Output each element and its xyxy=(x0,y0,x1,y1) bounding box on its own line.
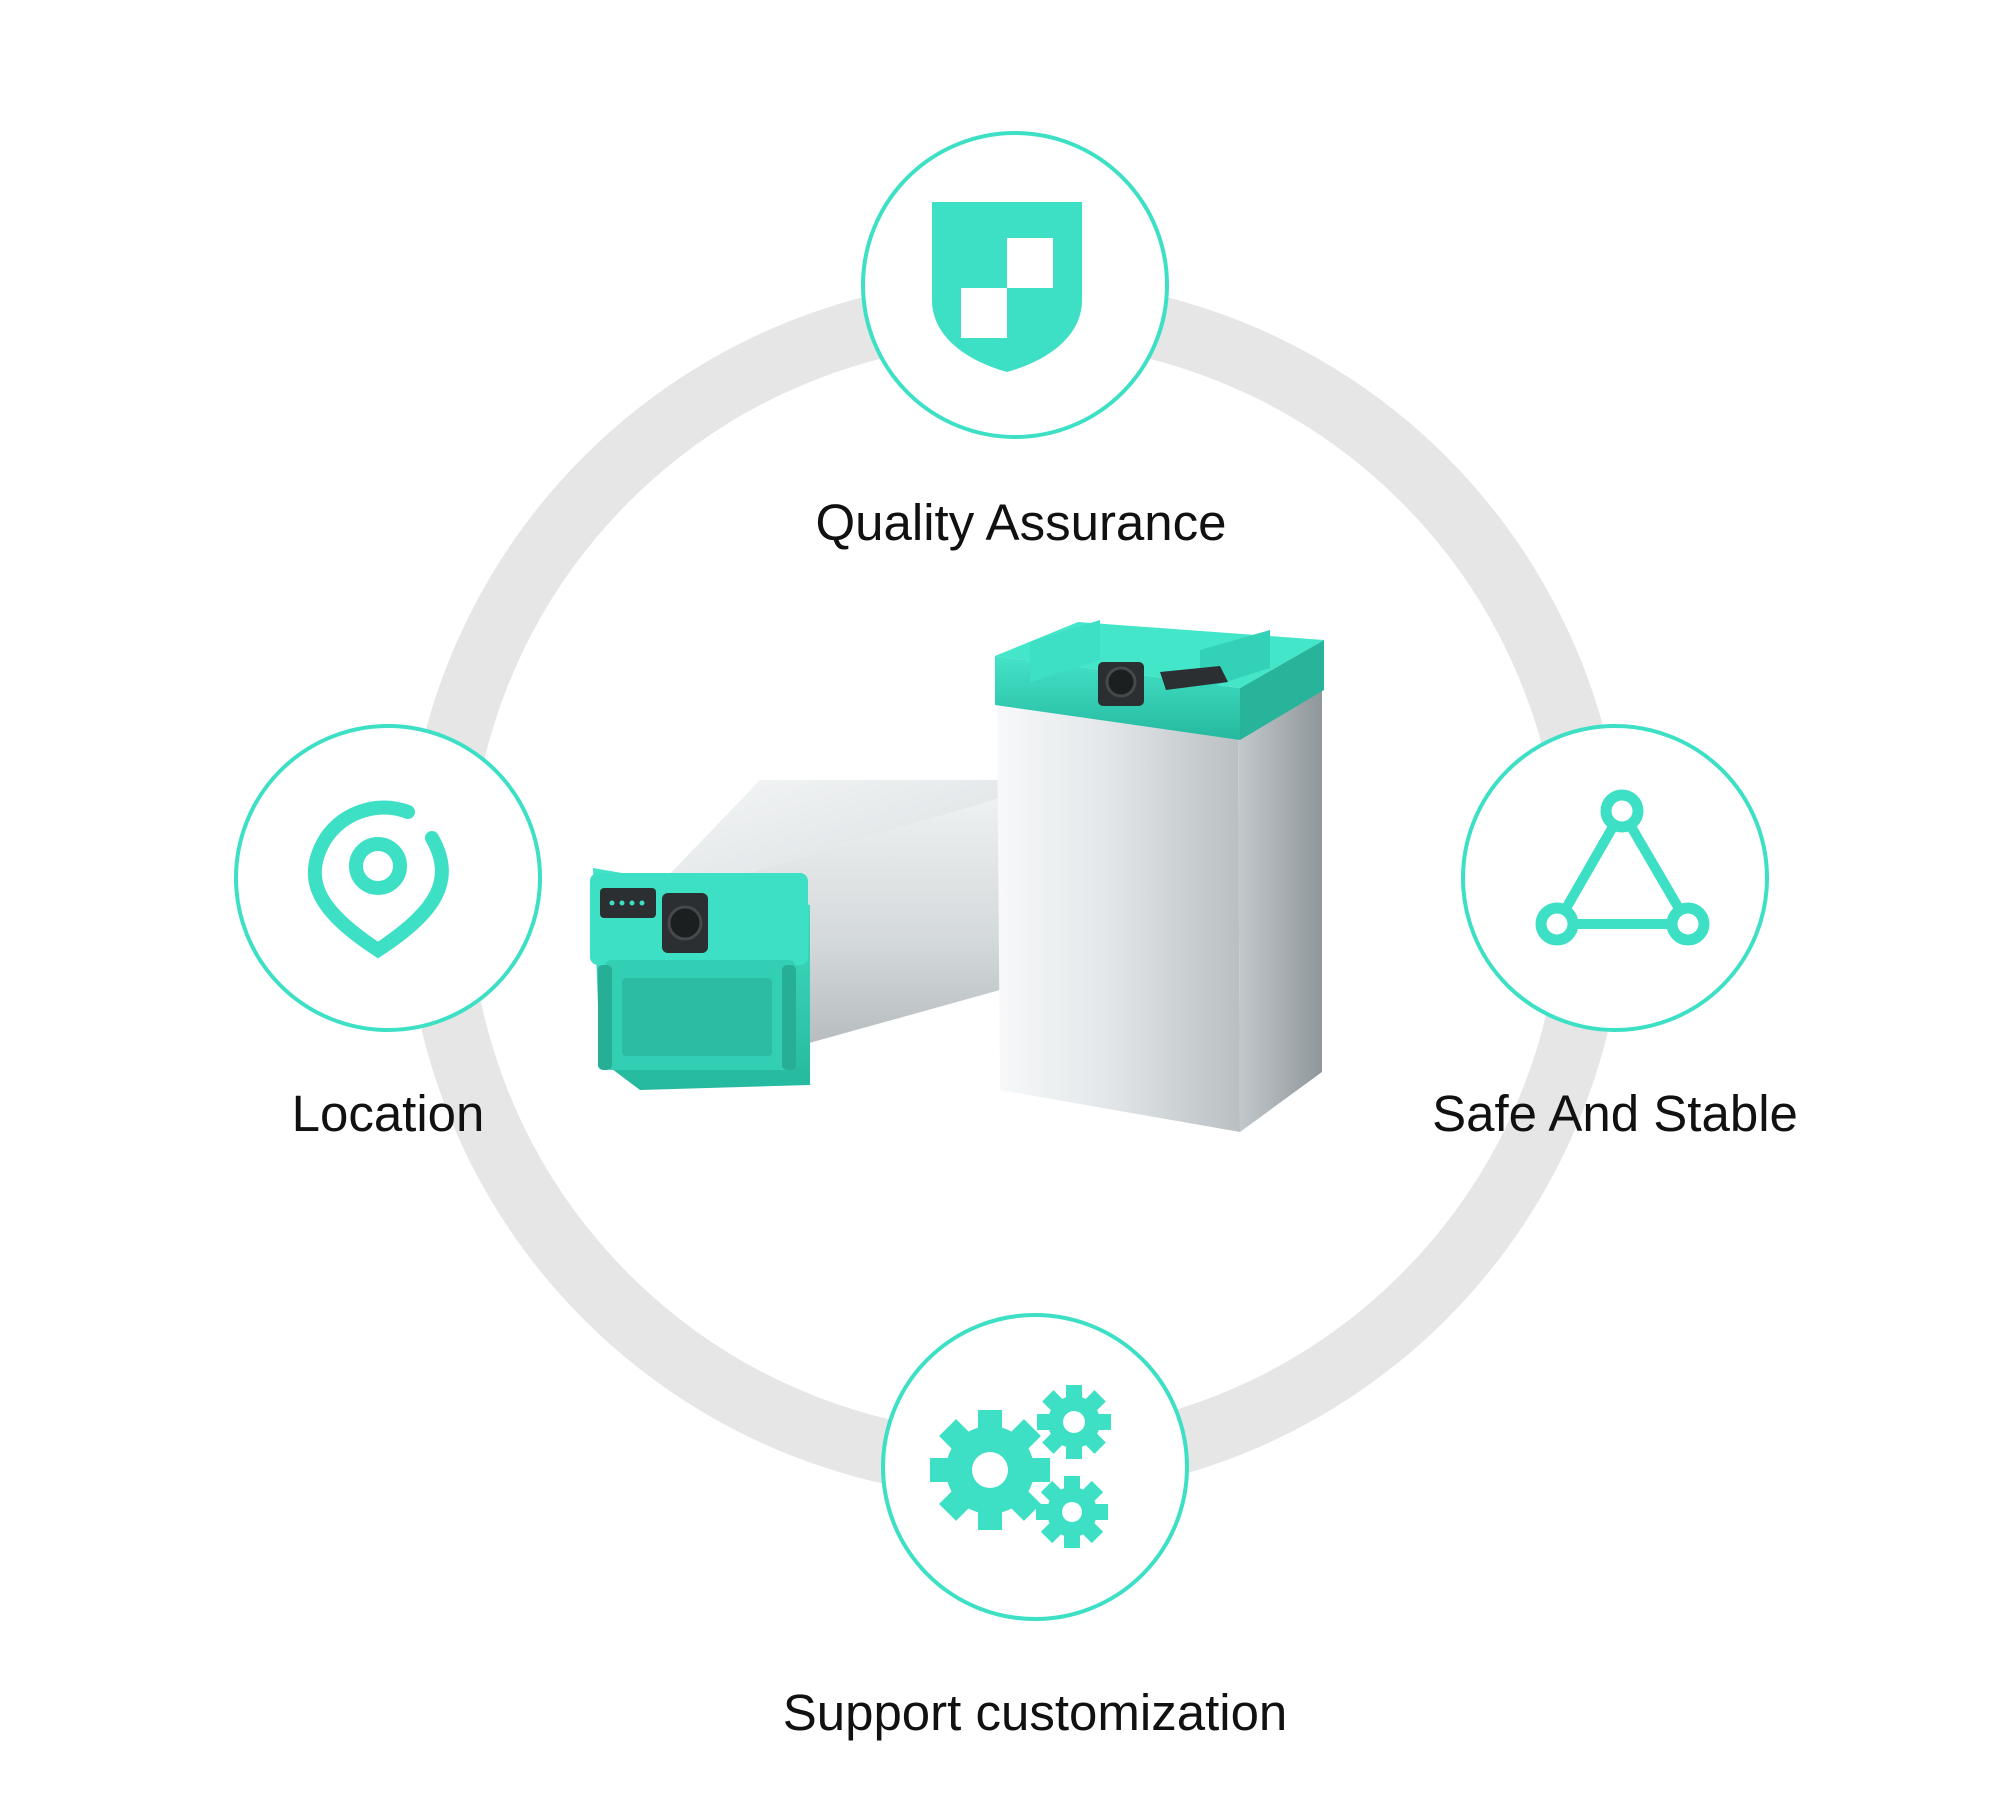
safe-badge xyxy=(1461,724,1769,1032)
gears-icon xyxy=(930,1385,1111,1548)
location-pin-icon xyxy=(307,800,449,959)
battery-lying xyxy=(590,780,1040,1090)
safe-and-stable-label: Safe And Stable xyxy=(1432,1085,1798,1142)
triangle-network-icon xyxy=(1535,789,1710,946)
quality-assurance-label: Quality Assurance xyxy=(815,494,1227,551)
battery-standing xyxy=(995,620,1324,1132)
battery-illustration xyxy=(590,620,1324,1132)
shield-icon xyxy=(932,202,1082,372)
location-badge xyxy=(234,724,542,1032)
location-label: Location xyxy=(291,1085,485,1142)
support-customization-label: Support customization xyxy=(782,1684,1288,1741)
custom-badge xyxy=(881,1313,1189,1621)
quality-badge xyxy=(861,131,1169,439)
